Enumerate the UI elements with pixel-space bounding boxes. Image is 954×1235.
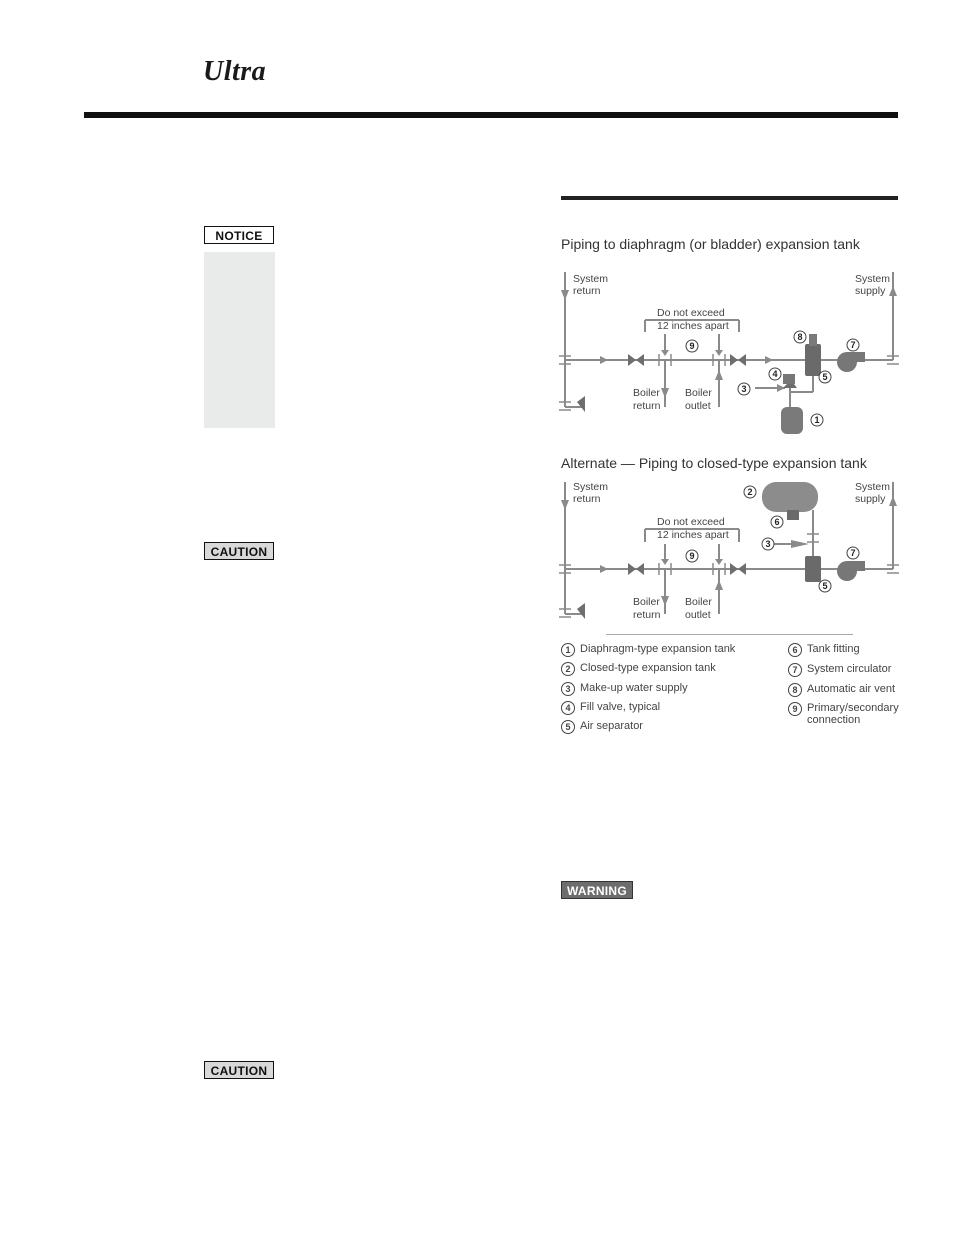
d2-num-5: 5 (822, 581, 827, 591)
d1-do-not-exceed-2: 12 inches apart (657, 320, 729, 332)
legend-label: Primary/secondary connection (807, 702, 899, 726)
legend-number: 6 (788, 643, 802, 657)
d2-num-9: 9 (689, 551, 694, 561)
caution-badge-1: CAUTION (204, 542, 274, 560)
diagram2-title: Alternate — Piping to closed-type expans… (561, 455, 867, 471)
d1-boiler-outlet-1: Boiler (685, 387, 712, 399)
header-rule (84, 112, 898, 118)
legend-number: 4 (561, 701, 575, 715)
d1-system-return-1: System (573, 273, 608, 285)
diagram1-title: Piping to diaphragm (or bladder) expansi… (561, 236, 860, 252)
section-rule (561, 196, 898, 200)
d2-system-supply-2: supply (855, 493, 886, 505)
legend-item: 1 Diaphragm-type expansion tank (561, 643, 740, 657)
d2-num-2: 2 (747, 487, 752, 497)
d2-system-return-1: System (573, 481, 608, 493)
warning-badge: WARNING (561, 881, 633, 899)
d2-num-3: 3 (765, 539, 770, 549)
legend: 1 Diaphragm-type expansion tank 2 Closed… (561, 641, 901, 736)
d1-num-8: 8 (797, 332, 802, 342)
d1-system-supply-2: supply (855, 285, 886, 297)
d2-system-supply-1: System (855, 481, 890, 493)
d2-boiler-outlet-1: Boiler (685, 596, 712, 608)
legend-label: Diaphragm-type expansion tank (580, 643, 736, 655)
legend-number: 5 (561, 720, 575, 734)
legend-label: Closed-type expansion tank (580, 662, 716, 674)
d1-num-5: 5 (822, 372, 827, 382)
d1-num-7: 7 (850, 340, 855, 350)
d1-system-return-2: return (573, 285, 601, 297)
legend-label: Make-up water supply (580, 682, 688, 694)
d2-boiler-return-2: return (633, 609, 661, 621)
d1-num-3: 3 (741, 384, 746, 394)
legend-number: 7 (788, 663, 802, 677)
d1-do-not-exceed-1: Do not exceed (657, 307, 725, 319)
d1-num-9: 9 (689, 341, 694, 351)
legend-item: 6 Tank fitting (788, 643, 902, 657)
d1-boiler-outlet-2: outlet (685, 400, 711, 412)
diagram1-piping: 9 8 7 4 3 5 1 System return System suppl… (559, 272, 899, 434)
d2-do-not-exceed-2: 12 inches apart (657, 529, 729, 541)
notice-panel (204, 252, 275, 428)
legend-number: 2 (561, 662, 575, 676)
legend-item: 2 Closed-type expansion tank (561, 662, 740, 676)
legend-label: Automatic air vent (807, 683, 896, 695)
d2-do-not-exceed-1: Do not exceed (657, 516, 725, 528)
d1-num-1: 1 (814, 415, 819, 425)
legend-label: Tank fitting (807, 643, 860, 655)
legend-divider (606, 634, 853, 635)
d1-system-supply-1: System (855, 273, 890, 285)
d2-boiler-return-1: Boiler (633, 596, 660, 608)
legend-item: 3 Make-up water supply (561, 682, 740, 696)
legend-item: 4 Fill valve, typical (561, 701, 740, 715)
legend-item: 7 System circulator (788, 663, 902, 677)
brand-logo: Ultra (203, 56, 267, 87)
d2-system-return-2: return (573, 493, 601, 505)
legend-label: Fill valve, typical (580, 701, 661, 713)
notice-badge: NOTICE (204, 226, 274, 244)
caution-badge-2: CAUTION (204, 1061, 274, 1079)
diagram2-piping: 2 6 3 9 7 5 System return System supply … (559, 481, 899, 621)
legend-number: 3 (561, 682, 575, 696)
d1-boiler-return-1: Boiler (633, 387, 660, 399)
legend-number: 9 (788, 702, 802, 716)
legend-item: 5 Air separator (561, 720, 740, 734)
legend-label: System circulator (807, 663, 892, 675)
d2-num-6: 6 (774, 517, 779, 527)
d2-boiler-outlet-2: outlet (685, 609, 711, 621)
legend-item: 9 Primary/secondary connection (788, 702, 902, 726)
legend-label: Air separator (580, 720, 643, 732)
legend-number: 8 (788, 683, 802, 697)
d1-boiler-return-2: return (633, 400, 661, 412)
d2-num-7: 7 (850, 548, 855, 558)
legend-number: 1 (561, 643, 575, 657)
legend-item: 8 Automatic air vent (788, 683, 902, 697)
d1-num-4: 4 (772, 369, 777, 379)
